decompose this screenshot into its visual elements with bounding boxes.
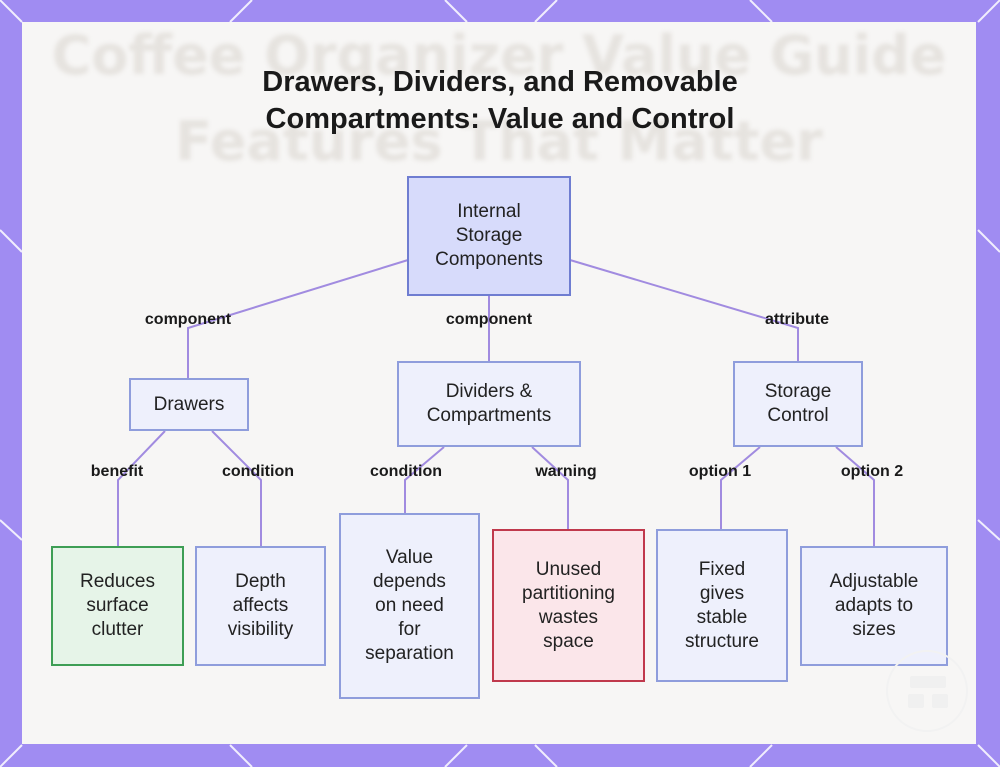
node-unused-partitioning-wastes-space: Unused partitioning wastes space bbox=[492, 529, 645, 682]
edge-dividers-warning bbox=[531, 446, 569, 530]
edge-root-drawers bbox=[187, 259, 409, 378]
node-adjustable-adapts-to-sizes: Adjustable adapts to sizes bbox=[800, 546, 948, 666]
edge-dividers-condition bbox=[404, 446, 445, 514]
background-title-line-1: Coffee Organizer Value Guide bbox=[51, 24, 947, 87]
edge-label-warning: warning bbox=[535, 463, 597, 480]
edge-storage-option1 bbox=[720, 446, 761, 530]
node-value-depends-on-need: Value depends on need for separation bbox=[339, 513, 480, 699]
edge-root-storage bbox=[569, 259, 799, 361]
node-reduces-surface-clutter: Reduces surface clutter bbox=[51, 546, 184, 666]
node-drawers: Drawers bbox=[129, 378, 249, 431]
edge-label-component-left: component bbox=[144, 311, 232, 328]
node-fixed-gives-stable-structure: Fixed gives stable structure bbox=[656, 529, 788, 682]
edge-label-component-center: component bbox=[445, 311, 533, 328]
node-storage-control: Storage Control bbox=[733, 361, 863, 447]
edge-storage-option2 bbox=[835, 446, 875, 547]
edge-label-option-2: option 2 bbox=[840, 463, 904, 480]
edge-label-option-1: option 1 bbox=[688, 463, 752, 480]
node-depth-affects-visibility: Depth affects visibility bbox=[195, 546, 326, 666]
edge-label-condition-dividers: condition bbox=[370, 463, 442, 480]
edge-drawers-condition bbox=[211, 430, 262, 547]
node-internal-storage-components: Internal Storage Components bbox=[407, 176, 571, 296]
diagram-title-line-2: Compartments: Value and Control bbox=[265, 103, 735, 135]
background-title-line-2: Features That Matter bbox=[175, 110, 823, 173]
edge-label-benefit: benefit bbox=[90, 463, 144, 480]
edge-label-condition-drawers: condition bbox=[222, 463, 294, 480]
diagram-title-line-1: Drawers, Dividers, and Removable bbox=[262, 66, 738, 98]
organizer-watermark-icon bbox=[886, 650, 968, 732]
edge-label-attribute: attribute bbox=[765, 311, 829, 328]
node-dividers-compartments: Dividers & Compartments bbox=[397, 361, 581, 447]
edge-drawers-benefit bbox=[117, 430, 166, 547]
